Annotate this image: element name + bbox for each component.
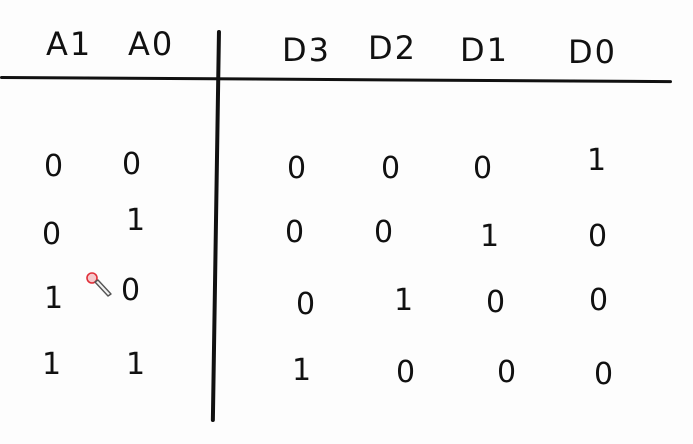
table-cell-r3-a1: 1 xyxy=(44,281,66,316)
table-cell-r2-a0: 1 xyxy=(126,203,148,238)
table-cell-r2-d1: 1 xyxy=(480,219,502,254)
table-cell-r2-d2: 0 xyxy=(374,215,396,250)
table-cell-r1-a1: 0 xyxy=(44,149,66,184)
table-cell-r4-a1: 1 xyxy=(42,347,64,382)
table-cell-r1-d2: 0 xyxy=(381,151,403,186)
table-cell-r4-d1: 0 xyxy=(497,355,519,390)
pen-pointer-icon xyxy=(86,272,112,297)
table-cell-r1-d0: 1 xyxy=(587,143,609,178)
table-cell-r3-d0: 0 xyxy=(589,283,611,318)
table-cell-r1-d1: 0 xyxy=(473,151,495,186)
header-d0: D0 xyxy=(568,33,617,71)
header-d2: D2 xyxy=(368,29,417,67)
header-a1: A1 xyxy=(46,25,93,63)
header-divider-line xyxy=(0,76,672,84)
table-cell-r3-a0: 0 xyxy=(121,273,143,308)
table-cell-r2-d0: 0 xyxy=(588,219,610,254)
table-cell-r1-d3: 0 xyxy=(287,151,309,186)
header-d3: D3 xyxy=(282,31,331,69)
header-a0: A0 xyxy=(128,25,175,63)
table-cell-r1-a0: 0 xyxy=(122,147,144,182)
table-cell-r4-a0: 1 xyxy=(126,347,148,382)
table-cell-r2-a1: 0 xyxy=(42,217,64,252)
table-cell-r4-d3: 1 xyxy=(292,353,314,388)
table-cell-r3-d2: 1 xyxy=(394,283,416,318)
input-output-divider-line xyxy=(210,29,221,422)
table-cell-r4-d2: 0 xyxy=(396,355,418,390)
table-cell-r4-d0: 0 xyxy=(594,357,616,392)
table-cell-r3-d1: 0 xyxy=(486,285,508,320)
table-cell-r2-d3: 0 xyxy=(285,215,307,250)
header-d1: D1 xyxy=(460,31,509,69)
table-cell-r3-d3: 0 xyxy=(296,287,318,322)
